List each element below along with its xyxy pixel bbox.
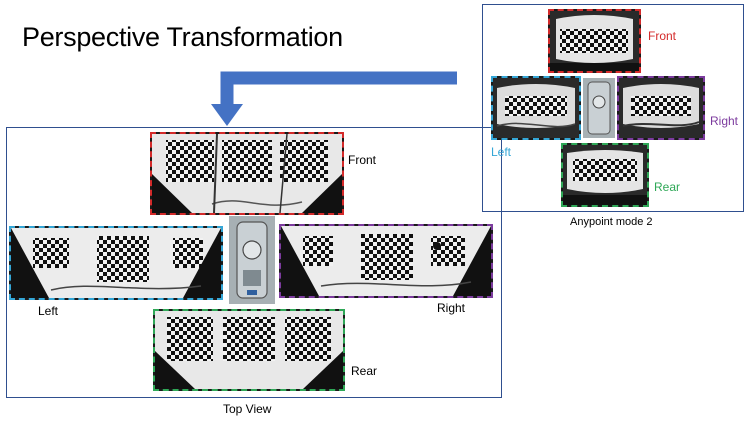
- top-view-front-image: [150, 132, 344, 215]
- anypoint-caption: Anypoint mode 2: [570, 216, 653, 228]
- anypoint-left-image: [491, 76, 581, 140]
- page-title: Perspective Transformation: [22, 22, 343, 52]
- top-view-right-image: [279, 224, 493, 298]
- transform-arrow: [211, 71, 457, 126]
- anypoint-front-image: [548, 9, 641, 73]
- anypoint-front-label: Front: [648, 29, 677, 43]
- top-view-right-label: Right: [437, 301, 466, 315]
- anypoint-right-label: Right: [710, 114, 739, 128]
- top-view-car-image: [229, 216, 275, 304]
- anypoint-left-label: Left: [491, 145, 512, 159]
- anypoint-rear-image: [561, 143, 649, 207]
- top-view-left-image: [9, 226, 223, 300]
- top-view-left-label: Left: [38, 304, 59, 318]
- top-view-panel: [6, 127, 502, 398]
- top-view-rear-image: [153, 309, 345, 391]
- anypoint-rear-label: Rear: [654, 180, 681, 194]
- anypoint-right-image: [617, 76, 705, 140]
- top-view-rear-label: Rear: [351, 364, 378, 378]
- anypoint-panel: [482, 4, 744, 212]
- anypoint-car-image: [583, 78, 615, 138]
- top-view-front-label: Front: [348, 153, 377, 167]
- top-view-caption: Top View: [223, 402, 272, 416]
